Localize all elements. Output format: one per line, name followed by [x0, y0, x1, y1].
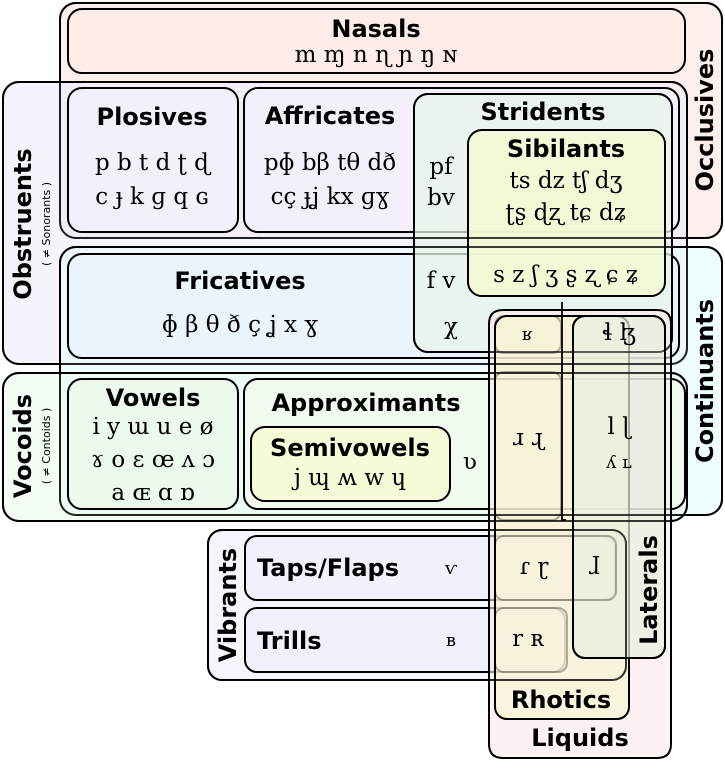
- vowels-row-3: a ɶ ɑ ɒ: [111, 480, 195, 506]
- strident-fricatives: f v: [427, 268, 456, 294]
- plosives-title: Plosives: [96, 103, 207, 131]
- liquids-title: Liquids: [531, 724, 628, 752]
- approximants-title: Approximants: [271, 389, 460, 417]
- lateral-flap: ɺ: [588, 554, 600, 580]
- obstruents-title: Obstruents: [9, 148, 37, 299]
- sibilants-row-2: ʈʂ ɖʐ tɕ dʑ: [505, 200, 626, 226]
- vocoids-title: Vocoids: [9, 394, 37, 498]
- plosives-box: [67, 87, 239, 233]
- semivowels-title: Semivowels: [270, 434, 430, 462]
- obstruents-subtitle: ( ≠ Sonorants ): [40, 182, 53, 266]
- vowels-row-1: i y ɯ u e ø: [93, 414, 214, 440]
- rhotic-taps: ɾ ɽ: [520, 554, 549, 580]
- labiodental-approximant: ʋ: [463, 449, 477, 475]
- laterals-title: Laterals: [635, 535, 663, 645]
- affricates-title: Affricates: [265, 102, 396, 130]
- sibilant-fricatives: s z ʃ ʒ ʂ ʐ ɕ ʑ: [493, 262, 639, 288]
- rhotics-title: Rhotics: [511, 686, 611, 714]
- rhotic-approximants: ɹ ɻ: [512, 425, 546, 451]
- taps-flaps-title: Taps/Flaps: [257, 554, 399, 582]
- sibilants-row-1: ts dz tʃ dʒ: [509, 168, 622, 194]
- lateral-approximants-row-2: ʎ ʟ: [605, 452, 632, 473]
- vowels-title: Vowels: [106, 384, 201, 412]
- stridents-row-1: pf: [429, 154, 454, 180]
- vowels-box: [67, 378, 239, 510]
- stridents-row-2: bv: [427, 185, 455, 211]
- affricates-row-2: cç ɟʝ kx ɡɣ: [271, 184, 390, 210]
- nasals-symbols: m ɱ n ɳ ɲ ŋ ɴ: [295, 42, 458, 68]
- sibilants-box: [467, 129, 666, 297]
- lateral-approximants-row-1: l ɭ: [607, 414, 632, 440]
- uvular-fricative-r: ʁ: [522, 324, 533, 345]
- affricates-row-1: pɸ bβ tθ dð: [264, 150, 396, 176]
- labiodental-flap: ⱱ: [444, 558, 457, 579]
- occlusives-title: Occlusives: [691, 49, 719, 192]
- semivowels-symbols: j ɰ ʍ w ɥ: [291, 465, 406, 491]
- sibilants-title: Sibilants: [507, 135, 625, 163]
- vibrants-title: Vibrants: [214, 548, 242, 662]
- lateral-fricatives: ɬ ɮ: [602, 320, 636, 346]
- plosives-row-1: p b t d ʈ ɖ: [95, 150, 212, 176]
- plosives-row-2: c ɟ k ɡ q ɢ: [95, 184, 208, 210]
- trills-title: Trills: [257, 627, 322, 655]
- nasals-box: [67, 8, 686, 74]
- vocoids-subtitle: ( ≠ Contoids ): [40, 408, 53, 484]
- rhotic-trills: r ʀ: [512, 626, 544, 652]
- uvular-fricative-chi: χ: [444, 314, 458, 340]
- nasals-title: Nasals: [331, 15, 420, 43]
- bilabial-trill: ʙ: [446, 630, 456, 651]
- fricatives-symbols: ɸ β θ ð ç ʝ x ɣ: [162, 312, 318, 338]
- vowels-row-2: ɤ o ɛ œ ʌ ɔ: [91, 447, 215, 473]
- fricatives-title: Fricatives: [174, 267, 305, 295]
- stridents-title: Stridents: [480, 98, 605, 126]
- continuants-title: Continuants: [691, 299, 719, 463]
- semivowels-box: [250, 426, 451, 502]
